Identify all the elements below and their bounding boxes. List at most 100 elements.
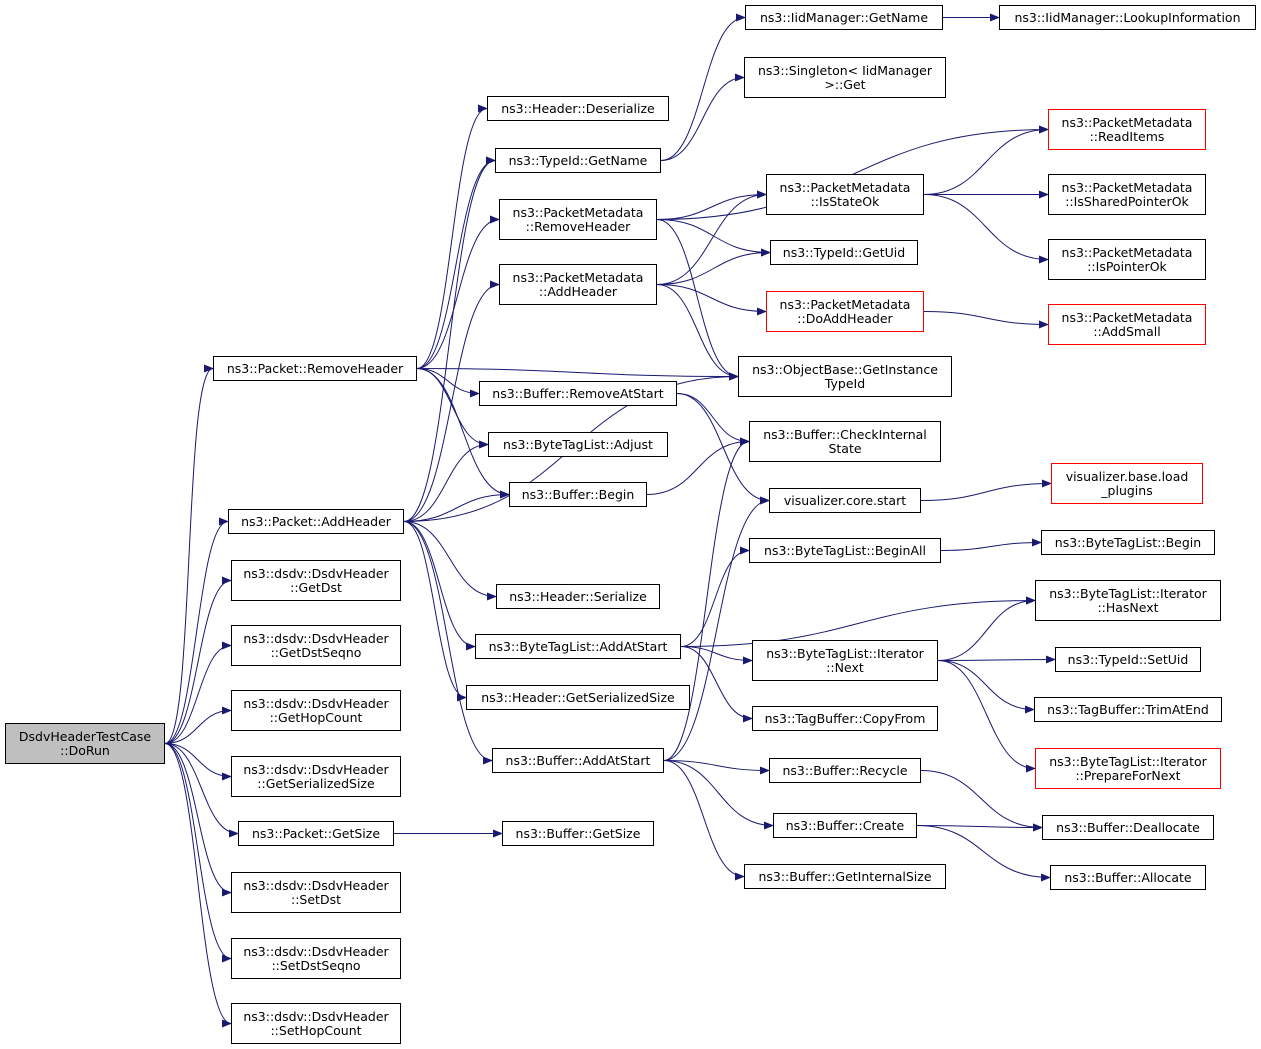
node-buffer-recycle[interactable]: ns3::Buffer::Recycle (769, 758, 921, 783)
node-buffer-addatstart[interactable]: ns3::Buffer::AddAtStart (492, 748, 664, 773)
node-buffer-deallocate[interactable]: ns3::Buffer::Deallocate (1042, 815, 1214, 840)
node-header-getserializedsize[interactable]: ns3::Header::GetSerializedSize (466, 685, 690, 710)
node-singleton-iidmanager-get[interactable]: ns3::Singleton< IidManager>::Get (744, 57, 946, 98)
node-buffer-removeatstart[interactable]: ns3::Buffer::RemoveAtStart (479, 381, 677, 406)
edge-packet_removeheader-to-header_deserialize (416, 104, 488, 369)
edge-bytetaglist_addatstart-to-bytetaglist_beginall (680, 546, 750, 647)
node-tagbuffer-copyfrom[interactable]: ns3::TagBuffer::CopyFrom (752, 706, 938, 731)
edge-pm_removeheader-to-pm_isstateok (656, 190, 767, 220)
edge-packet_removeheader-to-typeid_getname (416, 156, 496, 369)
node-bytetaglist-iterator-preparefornext[interactable]: ns3::ByteTagList::Iterator::PrepareForNe… (1035, 748, 1221, 789)
edge-iterator_next-to-typeid_setuid (937, 655, 1056, 664)
node-iidmanager-getname[interactable]: ns3::IidManager::GetName (745, 5, 943, 30)
edge-root-to-packet_removeheader (164, 364, 214, 744)
edge-root-to-sethopcount (164, 743, 232, 1028)
node-buffer-begin[interactable]: ns3::Buffer::Begin (509, 482, 647, 507)
edge-buffer_addatstart-to-buffer_recycle (663, 760, 770, 775)
node-header-serialize[interactable]: ns3::Header::Serialize (496, 584, 660, 609)
node-packet-removeheader[interactable]: ns3::Packet::RemoveHeader (213, 356, 417, 381)
edge-root-to-getdst (164, 576, 232, 744)
node-tagbuffer-trimatend[interactable]: ns3::TagBuffer::TrimAtEnd (1034, 697, 1222, 722)
node-dsdvheader-getdst[interactable]: ns3::dsdv::DsdvHeader::GetDst (231, 560, 401, 601)
node-dsdvheader-getserializedsize[interactable]: ns3::dsdv::DsdvHeader::GetSerializedSize (231, 756, 401, 797)
edge-pm_isstateok-to-pm_readitems (923, 125, 1049, 195)
node-packetmetadata-removeheader[interactable]: ns3::PacketMetadata::RemoveHeader (499, 199, 657, 240)
edge-buffer_recycle-to-buffer_deallocate (920, 770, 1043, 832)
edge-iterator_next-to-tagbuffer_trimatend (937, 660, 1035, 714)
node-buffer-allocate[interactable]: ns3::Buffer::Allocate (1050, 865, 1206, 890)
edge-bytetaglist_addatstart-to-iterator_next (680, 646, 753, 665)
node-buffer-getsize[interactable]: ns3::Buffer::GetSize (502, 821, 654, 846)
edge-buffer_addatstart-to-viz_core_start (663, 496, 770, 761)
node-bytetaglist-adjust[interactable]: ns3::ByteTagList::Adjust (488, 432, 668, 457)
edge-root-to-setdstseqno (164, 743, 232, 963)
edge-buffer_create-to-buffer_deallocate (916, 823, 1043, 832)
node-packetmetadata-addheader[interactable]: ns3::PacketMetadata::AddHeader (499, 264, 657, 305)
node-bytetaglist-iterator-hasnext[interactable]: ns3::ByteTagList::Iterator::HasNext (1035, 580, 1221, 621)
node-typeid-getname[interactable]: ns3::TypeId::GetName (495, 148, 661, 173)
node-packetmetadata-addsmall[interactable]: ns3::PacketMetadata::AddSmall (1048, 304, 1206, 345)
node-buffer-getinternalsize[interactable]: ns3::Buffer::GetInternalSize (744, 864, 946, 889)
edge-root-to-packet_addheader (164, 517, 229, 744)
node-bytetaglist-begin[interactable]: ns3::ByteTagList::Begin (1041, 530, 1215, 555)
node-buffer-create[interactable]: ns3::Buffer::Create (773, 813, 917, 838)
node-packetmetadata-isstateok[interactable]: ns3::PacketMetadata::IsStateOk (766, 174, 924, 215)
edge-buffer_addatstart-to-buffer_getinternalsize (663, 760, 745, 881)
edge-root-to-getdstseqno (164, 641, 232, 744)
node-visualizer-base-load-plugins[interactable]: visualizer.base.load_plugins (1051, 463, 1203, 504)
edge-pm_addheader-to-typeid_getuid (656, 248, 771, 285)
edge-packet_addheader-to-buffer_begin (403, 490, 510, 522)
edge-pm_addheader-to-objectbase_getinstancetypeid (656, 284, 739, 381)
edge-iterator_next-to-iterator_hasnext (937, 596, 1036, 661)
edge-root-to-gethopcount (164, 706, 232, 744)
node-packetmetadata-readitems[interactable]: ns3::PacketMetadata::ReadItems (1048, 109, 1206, 150)
edge-pm_addheader-to-pm_doaddheader (656, 284, 767, 316)
node-packetmetadata-ispointerok[interactable]: ns3::PacketMetadata::IsPointerOk (1048, 239, 1206, 280)
edge-buffer_addatstart-to-buffer_create (663, 760, 774, 830)
node-dsdvheader-getdstseqno[interactable]: ns3::dsdv::DsdvHeader::GetDstSeqno (231, 625, 401, 666)
node-bytetaglist-addatstart[interactable]: ns3::ByteTagList::AddAtStart (475, 634, 681, 659)
node-header-deserialize[interactable]: ns3::Header::Deserialize (487, 96, 669, 121)
edge-packet_removeheader-to-buffer_removeatstart (416, 368, 480, 398)
node-typeid-setuid[interactable]: ns3::TypeId::SetUid (1055, 647, 1201, 672)
node-packetmetadata-issharedpointerok[interactable]: ns3::PacketMetadata::IsSharedPointerOk (1048, 174, 1206, 215)
edge-packet_removeheader-to-bytetaglist_adjust (416, 368, 489, 449)
node-packet-addheader[interactable]: ns3::Packet::AddHeader (228, 509, 404, 534)
edge-root-to-dsdv_getserializedsize (164, 743, 232, 781)
edge-bytetaglist_addatstart-to-iterator_hasnext (680, 596, 1036, 647)
node-typeid-getuid[interactable]: ns3::TypeId::GetUid (770, 240, 918, 265)
node-dsdvheader-setdstseqno[interactable]: ns3::dsdv::DsdvHeader::SetDstSeqno (231, 938, 401, 979)
edge-bytetaglist_beginall-to-bytetaglist_begin (940, 538, 1042, 551)
edge-packet_addheader-to-pm_addheader (403, 280, 500, 522)
edge-typeid_getname-to-iid_getname (660, 13, 746, 161)
node-visualizer-core-start[interactable]: visualizer.core.start (769, 488, 921, 513)
node-packet-getsize[interactable]: ns3::Packet::GetSize (238, 821, 394, 846)
node-dsdvheader-sethopcount[interactable]: ns3::dsdv::DsdvHeader::SetHopCount (231, 1003, 401, 1044)
edge-buffer_begin-to-buffer_checkinternalstate (646, 437, 750, 495)
edge-packet_addheader-to-header_getserializedsize (403, 521, 467, 702)
node-dsdvheader-setdst[interactable]: ns3::dsdv::DsdvHeader::SetDst (231, 872, 401, 913)
node-dsdvheadertestcase-dorun: DsdvHeaderTestCase::DoRun (5, 723, 165, 764)
edge-packet_removeheader-to-objectbase_getinstancetypeid (416, 368, 739, 381)
node-bytetaglist-beginall[interactable]: ns3::ByteTagList::BeginAll (749, 538, 941, 563)
edge-pm_isstateok-to-pm_ispointerok (923, 194, 1049, 264)
edge-typeid_getname-to-singleton_get (660, 73, 745, 161)
edge-packet_addheader-to-typeid_getname (403, 156, 496, 522)
node-packetmetadata-doaddheader[interactable]: ns3::PacketMetadata::DoAddHeader (766, 291, 924, 332)
edge-root-to-setdst (164, 743, 232, 897)
edge-pm_addheader-to-pm_isstateok (656, 190, 767, 285)
node-iidmanager-lookupinformation[interactable]: ns3::IidManager::LookupInformation (999, 5, 1256, 30)
edge-packet_removeheader-to-pm_removeheader (416, 215, 500, 369)
edge-packet_addheader-to-buffer_addatstart (403, 521, 493, 765)
edge-packet_addheader-to-bytetaglist_adjust (403, 440, 489, 522)
edge-packet_addheader-to-bytetaglist_addatstart (403, 521, 476, 651)
edge-viz_core_start-to-viz_load_plugins (920, 479, 1052, 501)
edge-bytetaglist_addatstart-to-tagbuffer_copyfrom (680, 646, 753, 723)
edge-buffer_addatstart-to-buffer_checkinternalstate (663, 437, 750, 761)
edge-packet_addheader-to-header_serialize (403, 521, 497, 601)
node-dsdvheader-gethopcount[interactable]: ns3::dsdv::DsdvHeader::GetHopCount (231, 690, 401, 731)
node-bytetaglist-iterator-next[interactable]: ns3::ByteTagList::Iterator::Next (752, 640, 938, 681)
edge-pm_removeheader-to-objectbase_getinstancetypeid (656, 219, 739, 381)
